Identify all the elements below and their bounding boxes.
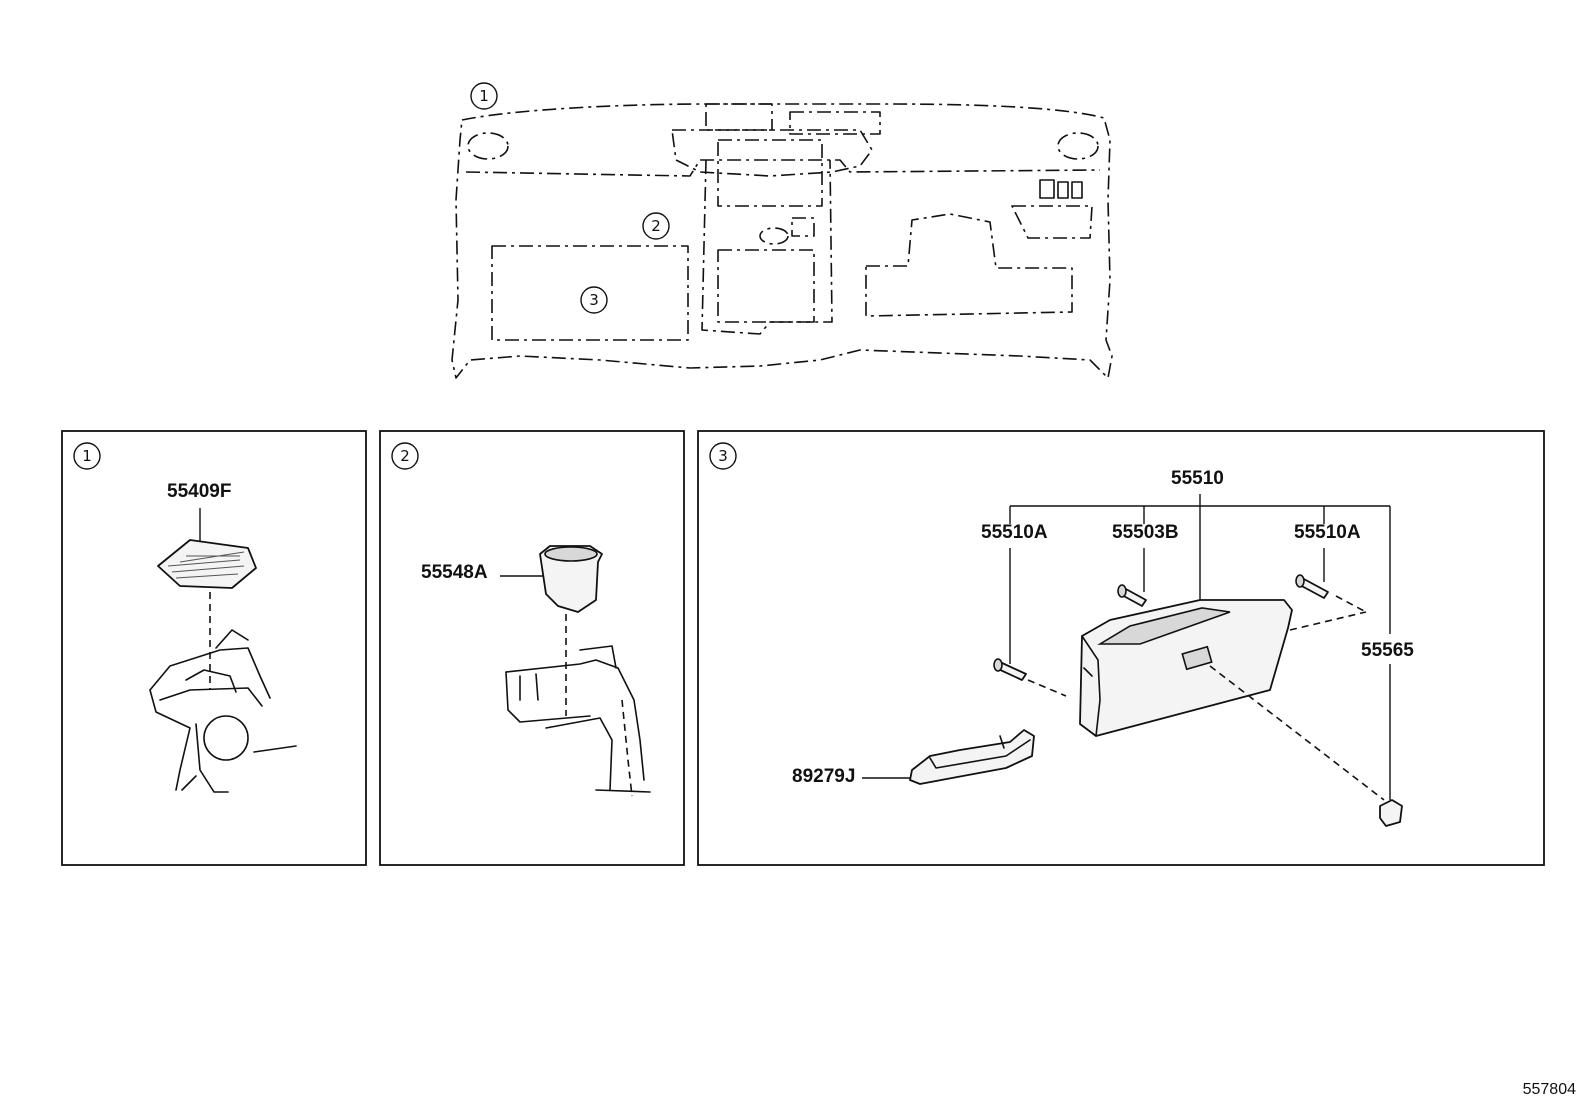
svg-text:3: 3 [589,291,599,309]
callout-2: 2 [642,212,670,240]
dashboard-overview [451,103,1113,379]
callout-1: 1 [470,82,498,110]
part-55548A [539,545,603,613]
svg-text:2: 2 [400,447,410,465]
svg-text:2: 2 [651,217,661,235]
detail-panel-3: 3 55510 55510A 55503B 55510A 55565 89279… [697,430,1545,866]
console-sketch-2 [505,645,651,797]
panel-2-number: 2 [391,442,419,470]
detail-panel-1: 1 55409F [61,430,367,866]
svg-text:3: 3 [718,447,728,465]
part-label-55548A: 55548A [421,562,488,583]
part-55565-clip [1379,799,1403,827]
part-label-55565: 55565 [1361,640,1414,661]
part-55510-glove-box [1079,599,1293,737]
part-89279J-handle [909,729,1035,785]
panel-3-number: 3 [709,442,737,470]
panel-1-number: 1 [73,442,101,470]
part-label-55503B: 55503B [1112,522,1179,543]
screw-55503B [1117,584,1147,607]
callout-3: 3 [580,286,608,314]
part-label-89279J: 89279J [792,766,855,787]
screw-55510A-right [1295,574,1329,599]
part-55409F [157,539,257,589]
part-label-55510: 55510 [1171,468,1224,489]
svg-text:1: 1 [82,447,92,465]
svg-text:1: 1 [479,87,489,105]
console-sketch-1 [149,629,297,793]
part-label-55510A-right: 55510A [1294,522,1361,543]
detail-panel-2: 2 55548A [379,430,685,866]
diagram-id: 557804 [1523,1081,1576,1098]
part-label-55409F: 55409F [167,481,231,502]
part-label-55510A-left: 55510A [981,522,1048,543]
screw-55510A-left [993,658,1027,681]
